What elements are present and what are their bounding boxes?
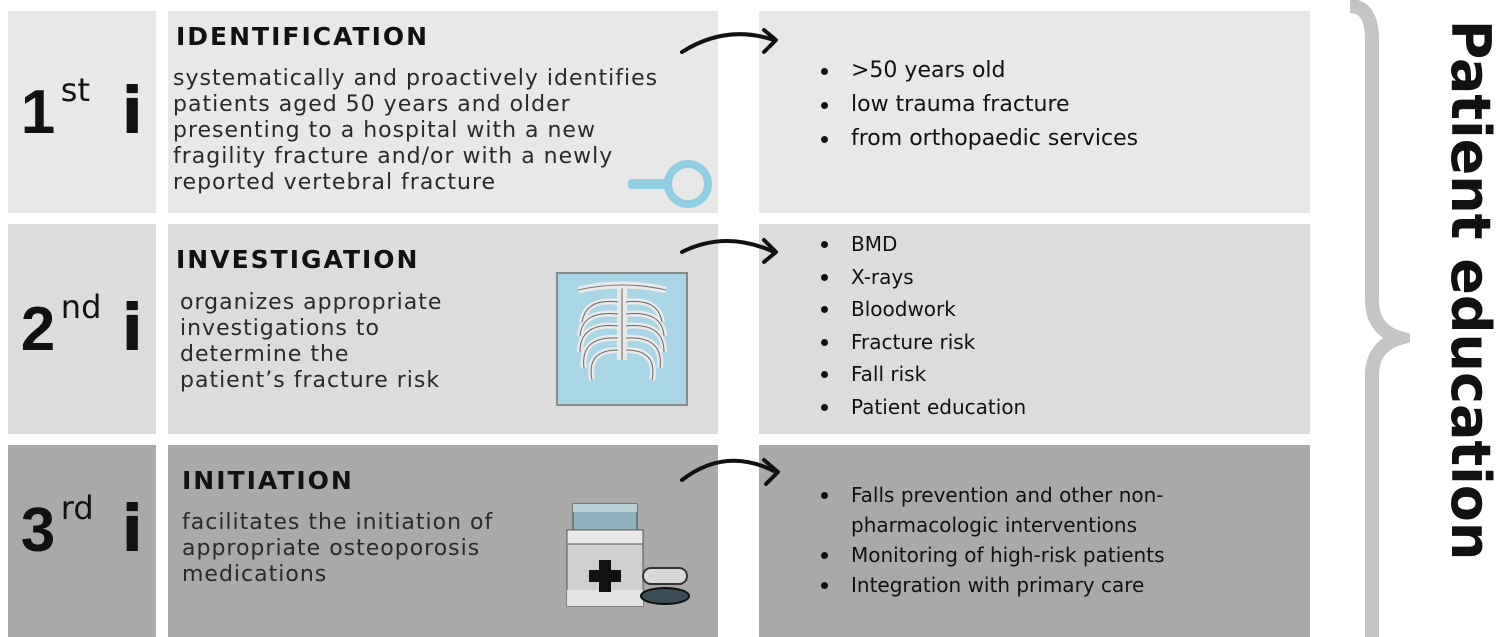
row3-ordinal-suffix: rd bbox=[60, 489, 94, 527]
row2-desc-line: patient’s fracture risk bbox=[180, 368, 441, 393]
row1-desc-line: systematically and proactively identifie… bbox=[173, 66, 659, 91]
row3-ordinal-letter: i bbox=[121, 493, 144, 567]
list-item: Falls prevention and other non- bbox=[817, 480, 1165, 510]
row3-details-panel bbox=[759, 445, 1310, 637]
row2-heading: INVESTIGATION bbox=[176, 245, 420, 274]
row3-desc-line: medications bbox=[182, 562, 328, 587]
row2-details-panel bbox=[759, 224, 1310, 434]
row1-number-panel bbox=[8, 11, 156, 213]
row2-desc-line: investigations to bbox=[180, 316, 380, 341]
row2-number-panel bbox=[8, 224, 156, 434]
row2-desc-line: organizes appropriate bbox=[180, 290, 443, 315]
row2-ordinal-number: 2 bbox=[20, 295, 56, 364]
list-item: Monitoring of high-risk patients bbox=[817, 540, 1165, 570]
list-item: BMD bbox=[817, 228, 1026, 261]
row1-desc-line: patients aged 50 years and older bbox=[173, 92, 571, 117]
list-item: Integration with primary care bbox=[817, 570, 1165, 600]
row2-ordinal-letter: i bbox=[121, 292, 144, 366]
row1-description: systematically and proactively identifie… bbox=[173, 66, 658, 196]
list-item: from orthopaedic services bbox=[817, 122, 1138, 156]
row3-bullet-list: Falls prevention and other non- pharmaco… bbox=[817, 480, 1165, 600]
row3-description: facilitates the initiation of appropriat… bbox=[182, 510, 493, 588]
list-item: >50 years old bbox=[817, 54, 1138, 88]
list-item: low trauma fracture bbox=[817, 88, 1138, 122]
list-item: Fall risk bbox=[817, 358, 1026, 391]
row1-desc-line: presenting to a hospital with a new bbox=[173, 118, 596, 143]
row1-ordinal-letter: i bbox=[121, 75, 144, 149]
side-title: Patient education bbox=[1439, 19, 1502, 561]
medication-bottle-icon bbox=[566, 503, 690, 607]
row2-bullet-list: BMD X-rays Bloodwork Fracture risk Fall … bbox=[817, 228, 1026, 423]
row3-heading: INITIATION bbox=[182, 466, 354, 495]
row3-desc-line: appropriate osteoporosis bbox=[182, 536, 481, 561]
row1-details-panel bbox=[759, 11, 1310, 213]
list-item: Fracture risk bbox=[817, 326, 1026, 359]
row1-description-panel bbox=[168, 11, 718, 213]
row1-bullet-list: >50 years old low trauma fracture from o… bbox=[817, 54, 1138, 156]
chest-xray-icon bbox=[556, 272, 688, 406]
row3-ordinal-number: 3 bbox=[20, 496, 56, 565]
arrow-row2-icon bbox=[680, 238, 778, 264]
row1-ordinal-suffix: st bbox=[60, 71, 90, 109]
row3-desc-line: facilitates the initiation of bbox=[182, 510, 494, 535]
row3-number-panel bbox=[8, 445, 156, 637]
row2-ordinal-suffix: nd bbox=[60, 288, 102, 326]
list-item: pharmacologic interventions bbox=[851, 513, 1138, 537]
curly-brace-icon bbox=[1350, 0, 1410, 637]
list-item: X-rays bbox=[817, 261, 1026, 294]
magnifying-glass-icon bbox=[628, 160, 712, 208]
row2-description: organizes appropriate investigations to … bbox=[180, 290, 442, 394]
row2-desc-line: determine the bbox=[180, 342, 350, 367]
row1-ordinal-number: 1 bbox=[20, 78, 56, 147]
row1-heading: IDENTIFICATION bbox=[176, 22, 430, 51]
row1-desc-line: fragility fracture and/or with a newly bbox=[173, 144, 614, 169]
arrow-row3-icon bbox=[680, 458, 780, 486]
row1-desc-line: reported vertebral fracture bbox=[173, 170, 497, 195]
list-item: Bloodwork bbox=[817, 293, 1026, 326]
arrow-row1-icon bbox=[680, 28, 778, 54]
list-item: Patient education bbox=[817, 391, 1026, 424]
